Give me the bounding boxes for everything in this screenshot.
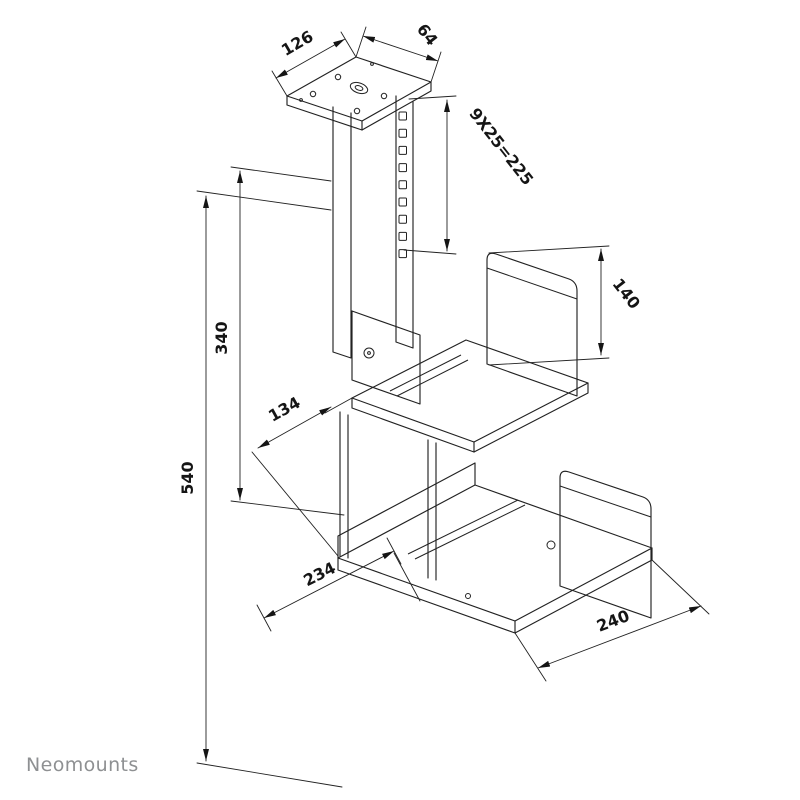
dim-plate-width: 126	[271, 27, 357, 97]
dim-label-9x25: 9X25=225	[465, 104, 537, 189]
hanging-straps	[339, 411, 437, 581]
dim-label-540: 540	[178, 461, 197, 494]
dim-label-234: 234	[300, 558, 338, 590]
adjustment-hole-column	[398, 111, 407, 259]
brand-logo: Neomounts	[26, 754, 139, 776]
plate-center-hole	[349, 81, 369, 95]
dim-label-64: 64	[413, 20, 442, 49]
dimension-annotations: 126 64 9X25=225 140	[178, 20, 710, 788]
ceiling-plate	[286, 56, 432, 131]
dim-column-length: 340	[212, 166, 345, 516]
bracket-screw-hole	[363, 347, 375, 359]
upper-side-panel	[486, 252, 578, 397]
dim-hole-pattern: 9X25=225	[403, 95, 537, 255]
dim-label-340: 340	[212, 321, 231, 354]
dim-label-126: 126	[278, 27, 316, 60]
plate-screw-holes	[299, 62, 388, 115]
mounting-rails	[332, 95, 414, 359]
dim-bracket-depth: 134	[251, 393, 353, 557]
dim-plate-depth: 64	[355, 20, 442, 83]
dim-panel-height: 140	[488, 245, 645, 366]
dim-label-134: 134	[265, 393, 303, 426]
dim-label-240: 240	[594, 606, 632, 636]
upper-bracket	[351, 252, 589, 453]
dim-label-140: 140	[609, 275, 645, 313]
dim-base-width: 240	[514, 559, 710, 682]
lower-side-panel	[559, 470, 652, 619]
lower-holder	[337, 411, 653, 634]
dim-total-length: 540	[178, 190, 343, 788]
